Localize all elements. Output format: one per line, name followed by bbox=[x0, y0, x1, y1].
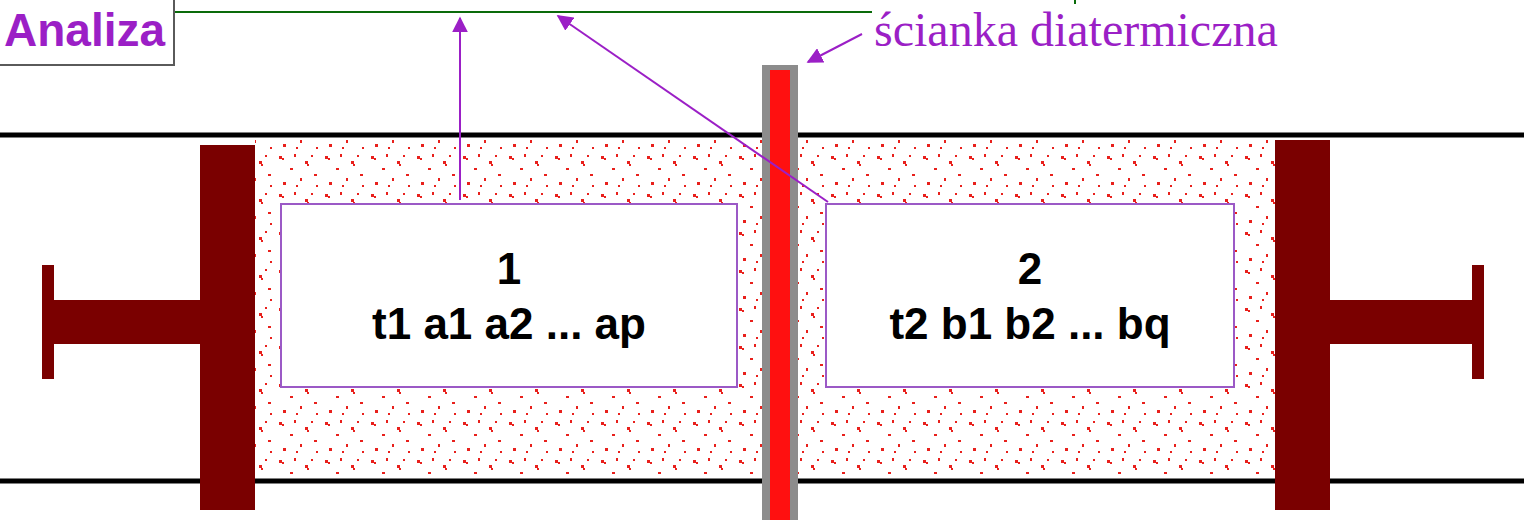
subsystem-box: 2t2 b1 b2 ... bq bbox=[825, 203, 1235, 388]
leader-arrow bbox=[459, 18, 461, 200]
diathermic-wall bbox=[762, 65, 798, 520]
leader-arrow bbox=[558, 16, 828, 202]
piston-rod bbox=[1330, 300, 1480, 344]
piston bbox=[1275, 140, 1330, 510]
title-text: Analiza bbox=[4, 2, 165, 60]
title-box: Analiza bbox=[0, 0, 175, 66]
parameter-list: t2 b1 b2 ... bq bbox=[889, 296, 1170, 351]
diathermic-wall-core bbox=[770, 70, 790, 520]
piston bbox=[200, 145, 255, 510]
wall-label: ścianka diatermiczna bbox=[872, 4, 1280, 57]
subsystem-number: 1 bbox=[497, 241, 521, 296]
subsystem-box: 1t1 a1 a2 ... ap bbox=[280, 203, 738, 388]
subsystem-number: 2 bbox=[1018, 241, 1042, 296]
rod-end bbox=[42, 265, 54, 379]
parameter-list: t1 a1 a2 ... ap bbox=[372, 296, 646, 351]
rod-end bbox=[1472, 265, 1484, 379]
piston-rod bbox=[48, 300, 200, 344]
leader-arrow bbox=[808, 34, 862, 62]
